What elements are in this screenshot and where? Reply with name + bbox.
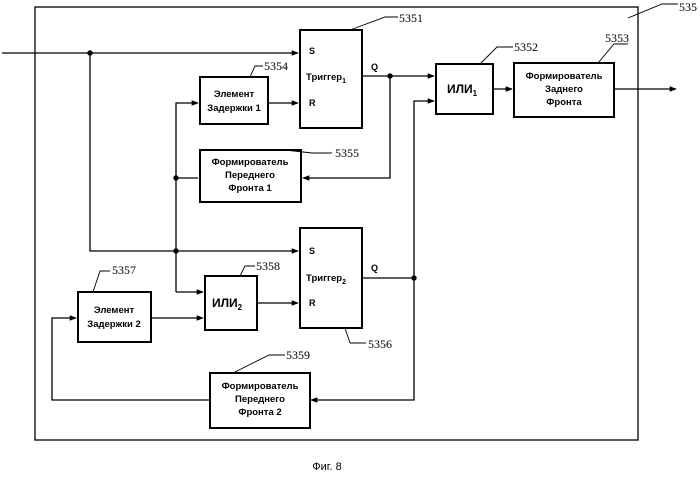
q2-to-or1	[414, 101, 434, 278]
delay1-leader	[250, 66, 263, 77]
trigger1-pin-q: Q	[371, 62, 378, 72]
former2-line1: Формирователь	[222, 381, 299, 392]
trigger2-pin-q: Q	[371, 263, 378, 273]
leading-edge-former2-block: Формирователь Переднего Фронта 2 5359	[210, 348, 310, 428]
trigger1-block: S R Q Триггер1 5351	[300, 11, 423, 128]
or1-ref: 5352	[514, 40, 538, 54]
leading-edge-former1-block: Формирователь Переднего Фронта 1 5355	[200, 146, 359, 202]
figure-caption: Фиг. 8	[312, 461, 341, 473]
delay1-line1: Элемент	[214, 89, 255, 100]
trigger2-leader	[345, 328, 366, 343]
trigger2-ref: 5356	[368, 337, 392, 351]
trigger1-pin-s: S	[309, 46, 315, 56]
bus-to-delay1	[176, 103, 198, 292]
former2-line2: Переднего	[235, 394, 285, 405]
former1-line1: Формирователь	[212, 157, 289, 168]
trigger1-leader	[350, 17, 398, 30]
or2-ref: 5358	[256, 259, 280, 273]
trigger1-ref: 5351	[399, 11, 423, 25]
former1-line2: Переднего	[225, 170, 275, 181]
delay1-ref: 5354	[264, 59, 288, 73]
trailing-former-line2: Заднего	[545, 84, 583, 95]
trailing-former-line1: Формирователь	[526, 71, 603, 82]
delay2-leader	[93, 271, 110, 292]
or2-block: ИЛИ2 5358	[205, 259, 280, 330]
former1-line3: Фронта 1	[228, 183, 272, 194]
trailing-former-ref: 5353	[605, 31, 629, 45]
trigger2-pin-r: R	[309, 298, 316, 308]
trailing-former-line3: Фронта	[546, 97, 582, 108]
former2-leader	[233, 355, 285, 373]
trigger2-block: S R Q Триггер2 5356	[300, 228, 392, 351]
junction-input-branch	[173, 248, 178, 253]
former2-ref: 5359	[286, 348, 310, 362]
trailing-former-leader	[598, 44, 628, 63]
delay2-block: Элемент Задержки 2 5357	[78, 263, 151, 342]
delay2-line1: Элемент	[94, 305, 135, 316]
or2-leader	[240, 266, 255, 276]
outer-frame-leader	[628, 4, 678, 18]
trigger2-pin-s: S	[309, 246, 315, 256]
former2-line3: Фронта 2	[238, 407, 281, 418]
or1-leader	[480, 47, 513, 64]
delay2-line2: Задержки 2	[87, 319, 140, 330]
delay1-line2: Задержки 1	[207, 103, 261, 114]
delay2-ref: 5357	[112, 263, 136, 277]
trigger1-pin-r: R	[309, 98, 316, 108]
former1-ref: 5355	[335, 146, 359, 160]
delay1-block: Элемент Задержки 1 5354	[200, 59, 288, 124]
outer-frame-ref: 535	[679, 0, 697, 14]
